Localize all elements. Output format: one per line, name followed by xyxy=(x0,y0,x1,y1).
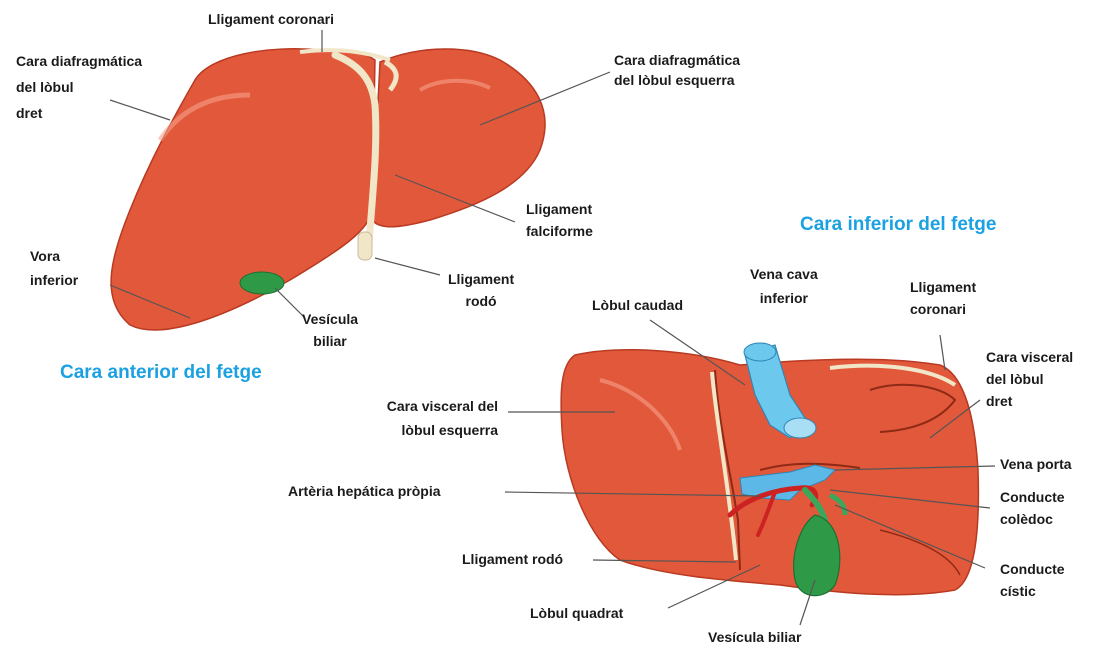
label-lobul-quadrat: Lòbul quadrat xyxy=(530,604,623,622)
label-cara-visceral-esquerra: Cara visceral del lòbul esquerra xyxy=(355,394,498,442)
label-cara-diafragmatica-dret: Cara diafragmática del lòbul dret xyxy=(16,48,142,126)
label-lligament-coronari-top: Lligament coronari xyxy=(208,10,334,28)
label-lligament-coronari-right: Lligament coronari xyxy=(910,276,976,320)
label-vora-inferior: Vora inferior xyxy=(30,244,78,292)
leader-vesicula-top xyxy=(275,288,305,318)
label-vesicula-biliar-top: Vesícula biliar xyxy=(302,308,358,352)
label-vena-porta: Vena porta xyxy=(1000,455,1072,473)
label-conducte-coledoc: Conducte colèdoc xyxy=(1000,486,1065,530)
inferior-liver-illustration xyxy=(561,343,978,596)
label-arteria-hepatica: Artèria hepática pròpia xyxy=(288,482,441,500)
label-cara-diafragmatica-esquerra: Cara diafragmática del lòbul esquerra xyxy=(614,50,740,90)
heading-anterior: Cara anterior del fetge xyxy=(60,362,262,384)
heading-inferior: Cara inferior del fetge xyxy=(800,214,996,236)
leader-rodo-top xyxy=(375,258,440,275)
label-cara-visceral-dret: Cara visceral del lòbul dret xyxy=(986,346,1073,412)
label-conducte-cistic: Conducte cístic xyxy=(1000,558,1065,602)
label-vena-cava-inferior: Vena cava inferior xyxy=(750,262,818,310)
label-lligament-rodo-top: Lligament rodó xyxy=(448,268,514,312)
label-lligament-falciforme: Lligament falciforme xyxy=(526,198,593,242)
label-lligament-rodo-bottom: Lligament rodó xyxy=(462,550,563,568)
label-lobul-caudad: Lòbul caudad xyxy=(592,296,683,314)
label-vesicula-biliar-bottom: Vesícula biliar xyxy=(708,628,801,646)
